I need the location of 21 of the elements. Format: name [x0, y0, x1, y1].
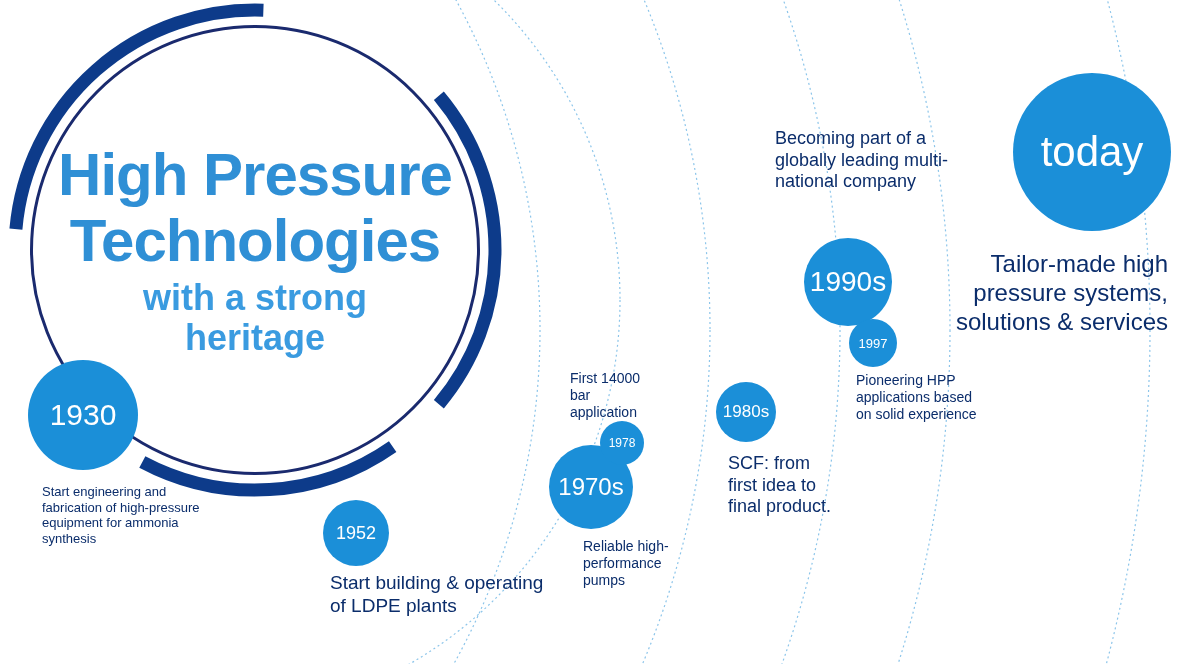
- milestone-description: Reliable high-performance pumps: [583, 538, 670, 589]
- milestone-description: Start building & operating of LDPE plants: [330, 572, 545, 618]
- year-label: 1978: [608, 436, 636, 450]
- year-label: 1980s: [722, 402, 770, 422]
- milestone-description: Start engineering and fabrication of high-pressure equipment for ammonia synthesis: [42, 484, 200, 547]
- milestone-description: First 14000 bar application: [570, 370, 642, 421]
- year-label: 1997: [858, 335, 888, 351]
- heading-text: High Pressure Technologies: [57, 142, 453, 275]
- milestone-description: Becoming part of a globally leading multi-national company: [775, 128, 950, 193]
- year-label: 1970s: [558, 473, 624, 501]
- year-circle: [716, 382, 776, 442]
- milestone-description: Tailor-made high pressure systems, solutions & services: [954, 250, 1168, 337]
- year-label: 1952: [335, 522, 376, 544]
- year-circle: [849, 319, 897, 367]
- milestone-description: Pioneering HPP applications based on solid experience: [856, 372, 978, 423]
- year-label: 1930: [49, 398, 117, 432]
- year-label: 1990s: [809, 266, 887, 298]
- year-label: today: [1040, 128, 1144, 176]
- year-circle: [600, 421, 644, 465]
- subheading-text: with a strong heritage: [142, 278, 368, 358]
- milestone-description: SCF: from first idea to final product.: [728, 453, 833, 518]
